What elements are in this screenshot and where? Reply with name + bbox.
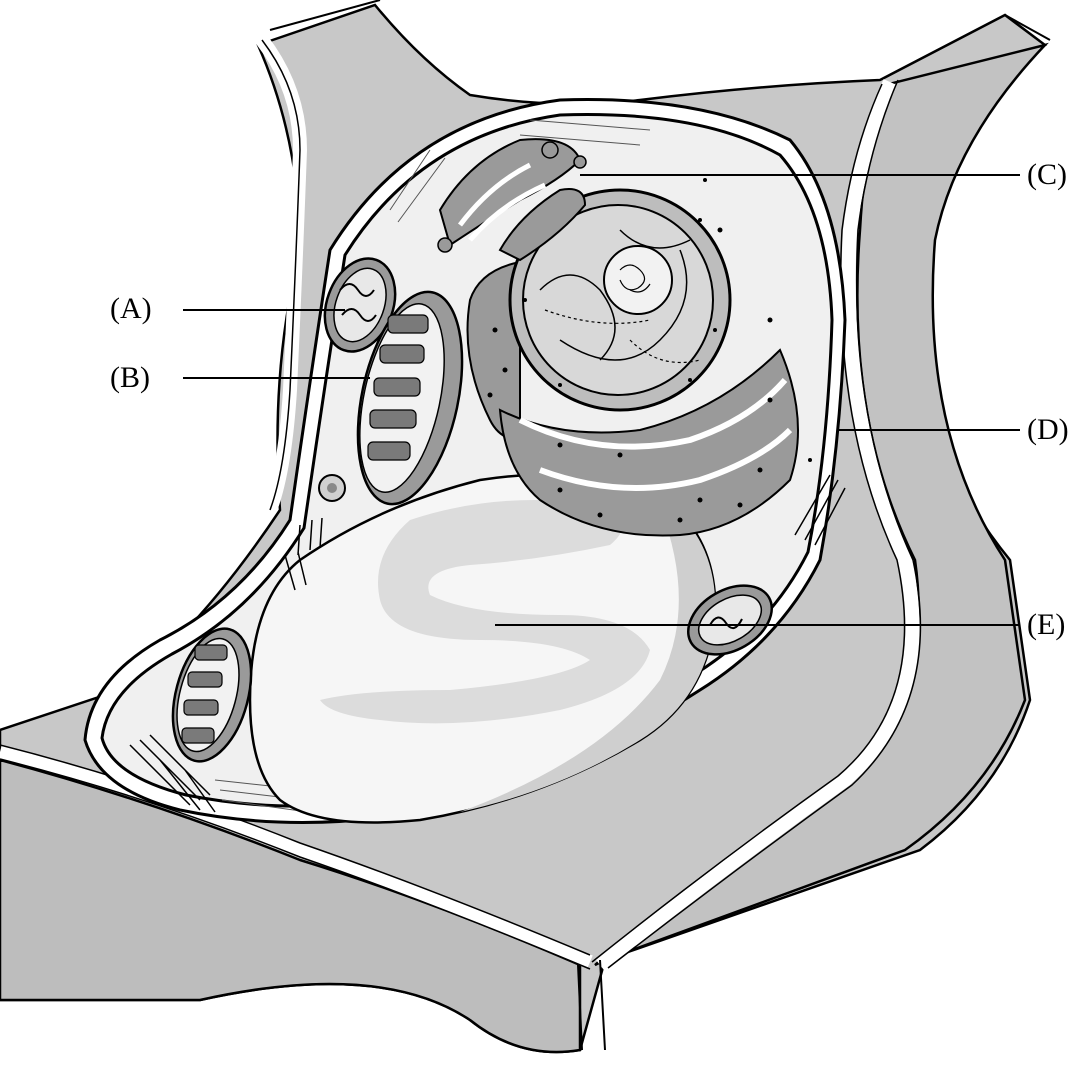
rough-er bbox=[466, 178, 812, 537]
middle-lamella-right bbox=[595, 79, 920, 971]
vacuole-swirl bbox=[320, 500, 650, 724]
microtubules bbox=[129, 474, 846, 813]
label-d: (D) bbox=[1027, 413, 1069, 446]
mitochondrion-right bbox=[686, 584, 774, 656]
label-c: (C) bbox=[1027, 158, 1067, 191]
chloroplast-lower bbox=[171, 627, 253, 763]
central-vacuole bbox=[248, 473, 717, 824]
vesicles bbox=[318, 474, 346, 502]
golgi-apparatus bbox=[437, 138, 587, 262]
label-a: (A) bbox=[110, 292, 152, 325]
nucleolus bbox=[603, 245, 673, 315]
label-e: (E) bbox=[1027, 608, 1065, 641]
leader-lines bbox=[183, 174, 1020, 626]
nucleus bbox=[508, 188, 732, 412]
middle-lamella-front bbox=[0, 745, 593, 969]
label-b: (B) bbox=[110, 361, 150, 394]
chloroplast-b bbox=[356, 290, 464, 506]
